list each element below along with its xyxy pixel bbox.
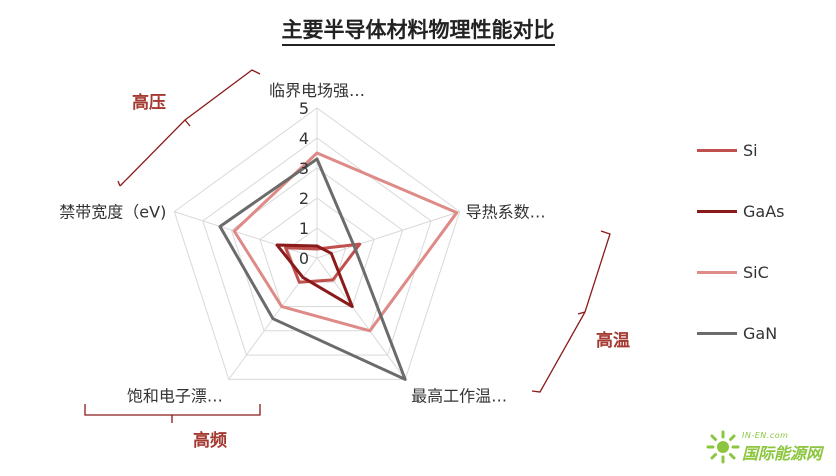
brace-high-temperature (531, 230, 611, 393)
legend-swatch-sic (697, 270, 737, 274)
grid-spoke-4 (174, 211, 318, 259)
label-high-frequency: 高频 (193, 430, 227, 451)
series-sic (232, 151, 459, 333)
axis-label-2: 最高工作温… (411, 386, 507, 405)
label-high-voltage: 高压 (132, 92, 166, 113)
tick-label-0: 0 (299, 249, 309, 268)
legend-label-si: Si (743, 140, 758, 160)
legend-label-gaas: GaAs (743, 201, 785, 221)
legend-swatch-gan (697, 331, 737, 335)
watermark-name: 国际能源网 (742, 443, 823, 463)
radial-ticks: 0 1 2 3 4 5 (299, 99, 309, 268)
series-gan (218, 157, 407, 381)
tick-label-3: 3 (299, 159, 309, 178)
legend-swatch-gaas (697, 209, 737, 213)
tick-label-4: 4 (299, 129, 309, 148)
legend-item-gan: GaN (697, 323, 784, 343)
grid-ring-4 (202, 137, 432, 356)
series-gaas (275, 243, 354, 309)
energy-logo-icon (706, 430, 740, 464)
legend-item-gaas: GaAs (697, 201, 784, 221)
brace-high-frequency (84, 404, 261, 423)
legend-swatch-si (697, 148, 737, 152)
axis-label-4: 禁带宽度（eV) (59, 203, 166, 222)
legend-item-sic: SiC (697, 262, 784, 282)
tick-label-5: 5 (299, 99, 309, 118)
brace-high-voltage (117, 69, 261, 187)
label-high-temperature: 高温 (596, 330, 630, 351)
watermark-domain: IN-EN.com (742, 430, 789, 440)
legend: Si GaAs SiC GaN (697, 140, 784, 384)
legend-label-sic: SiC (743, 262, 769, 282)
grid-spoke-1 (316, 211, 460, 259)
axis-label-0: 临界电场强… (269, 81, 365, 100)
chart-title: 主要半导体材料物理性能对比 (0, 14, 836, 46)
axis-label-1: 导热系数… (466, 203, 546, 222)
legend-label-gan: GaN (743, 323, 778, 343)
axis-label-3: 饱和电子漂… (127, 386, 223, 405)
legend-item-si: Si (697, 140, 784, 160)
watermark: IN-EN.com 国际能源网 (706, 430, 822, 464)
axis-labels: 临界电场强… 导热系数… 最高工作温… 饱和电子漂… 禁带宽度（eV) (59, 81, 545, 405)
tick-label-2: 2 (299, 189, 309, 208)
tick-label-1: 1 (299, 219, 309, 238)
grid-ring-2 (259, 197, 375, 308)
series-layer (218, 151, 459, 381)
grid-spoke-2 (316, 257, 406, 380)
grid-ring-5 (173, 107, 461, 380)
